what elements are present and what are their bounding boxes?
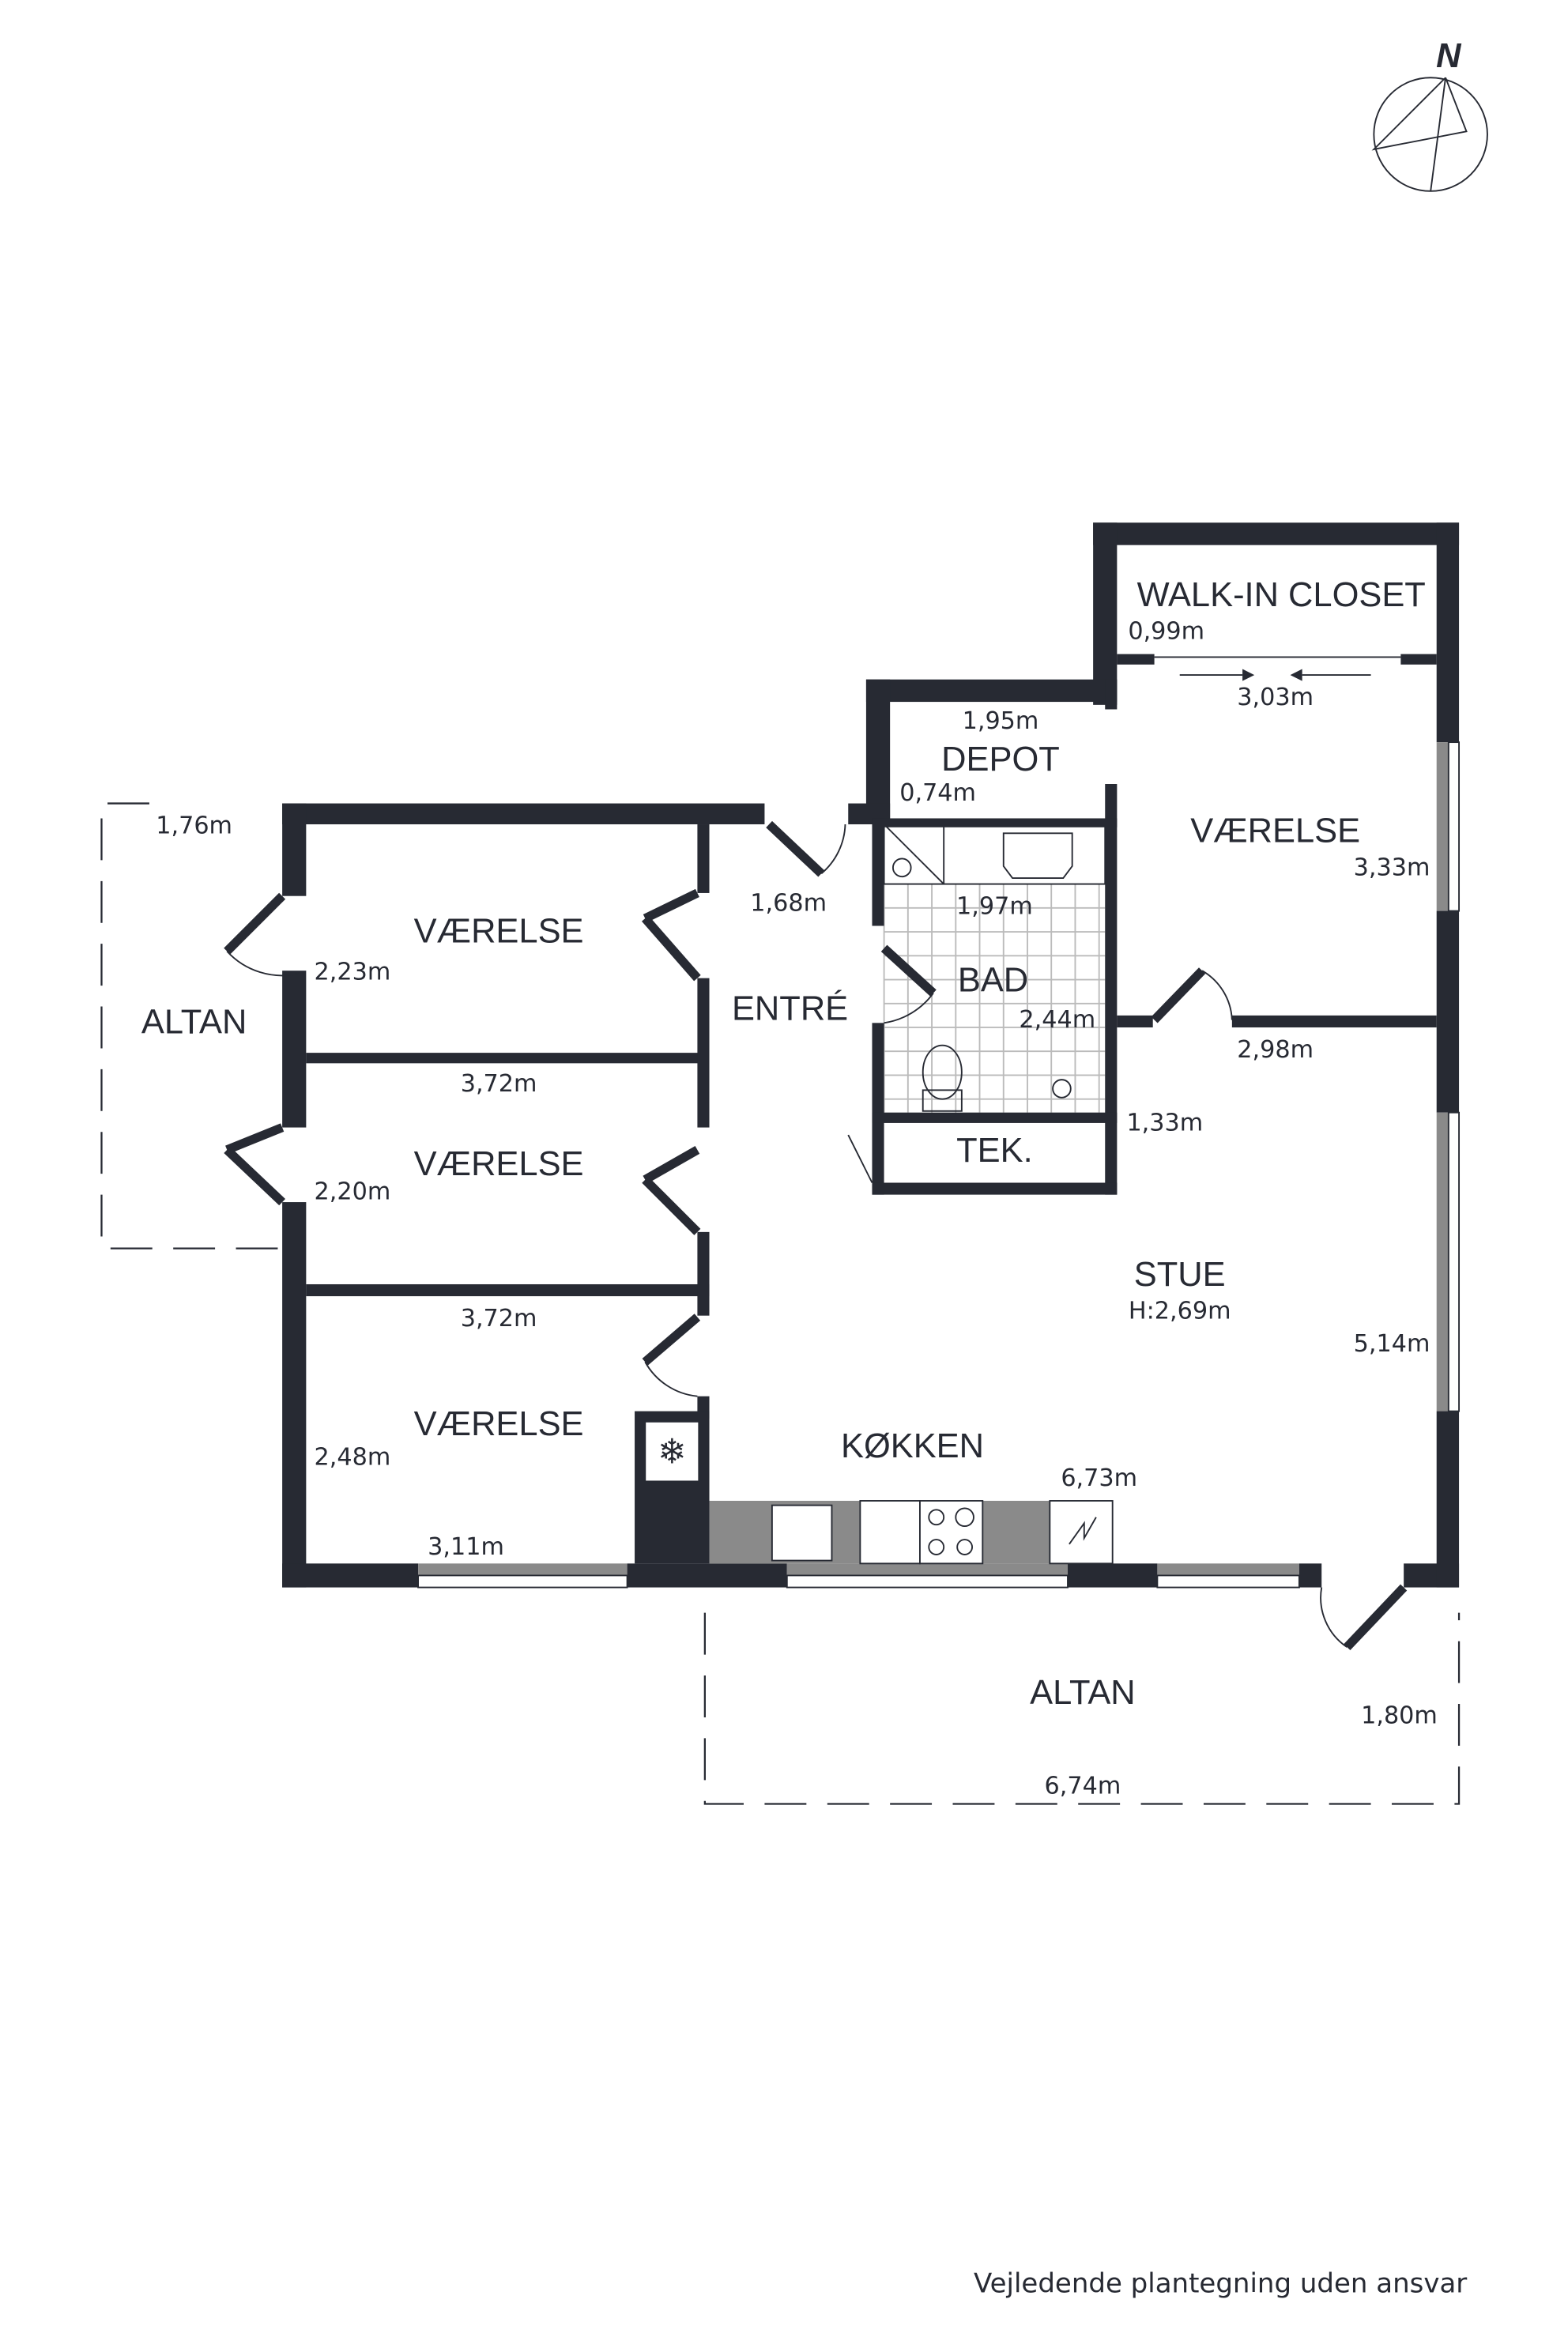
altan-south-outline <box>703 1612 1461 1805</box>
walls <box>282 522 1461 1589</box>
stue-height: H:2,69m <box>1129 1297 1231 1325</box>
dishwasher-icon <box>859 1500 921 1565</box>
electric-panel-icon <box>1049 1500 1114 1565</box>
walk-in-closet-width: 3,03m <box>1237 684 1314 711</box>
vaerelse-3-width: 3,11m <box>428 1533 504 1561</box>
entre-dim: 1,68m <box>750 890 827 918</box>
vaerelse-ne-width: 2,98m <box>1237 1036 1314 1064</box>
walk-in-closet-depth: 0,99m <box>1128 618 1204 646</box>
disclaimer: Vejledende plantegning uden ansvar <box>974 2267 1467 2299</box>
vaerelse-1-label: VÆRELSE <box>414 912 584 950</box>
altan-west-label: ALTAN <box>141 1004 247 1042</box>
depot-label: DEPOT <box>941 741 1060 778</box>
compass-north-label: N <box>1436 37 1462 75</box>
altan-south-label: ALTAN <box>1030 1674 1136 1712</box>
vaerelse-ne-depth: 3,33m <box>1354 854 1430 881</box>
altan-west-outline <box>100 802 283 1250</box>
altan-south-width: 6,74m <box>1045 1772 1121 1800</box>
compass-icon: N <box>1371 37 1488 192</box>
bad-width: 1,97m <box>956 892 1033 920</box>
kokken-dim: 6,73m <box>1061 1464 1137 1492</box>
kokken-label: KØKKEN <box>841 1427 984 1465</box>
toilet-icon <box>922 1044 963 1100</box>
closet-arrows <box>1179 669 1371 681</box>
vaerelse-2-width: 3,72m <box>461 1305 537 1332</box>
kitchen-counter: ❄ <box>635 1411 1114 1565</box>
tek-dim: 1,33m <box>1126 1109 1203 1136</box>
altan-south-depth: 1,80m <box>1361 1702 1438 1730</box>
depot-width: 1,95m <box>963 707 1039 735</box>
vaerelse-2-depth: 2,20m <box>315 1178 391 1205</box>
stue-label: STUE <box>1134 1256 1226 1294</box>
bad-depth: 2,44m <box>1019 1006 1095 1034</box>
vaerelse-ne-label: VÆRELSE <box>1190 812 1360 850</box>
sink-icon <box>1002 832 1073 879</box>
vaerelse-3-depth: 2,48m <box>315 1444 391 1472</box>
vaerelse-1-depth: 2,23m <box>315 959 391 986</box>
entre-label: ENTRÉ <box>732 989 848 1028</box>
vaerelse-2-label: VÆRELSE <box>414 1145 584 1183</box>
bad-label: BAD <box>958 962 1028 1000</box>
bathroom-tiles <box>883 824 1106 1113</box>
shower-icon <box>1052 1079 1072 1099</box>
altan-west-dim: 1,76m <box>156 812 232 839</box>
stue-dim: 5,14m <box>1354 1330 1430 1358</box>
freezer-icon: ❄ <box>658 1434 686 1472</box>
vaerelse-1-width: 3,72m <box>461 1070 537 1098</box>
depot-depth: 0,74m <box>899 779 976 807</box>
tek-label: TEK. <box>956 1132 1033 1170</box>
doors <box>224 820 1408 1651</box>
walk-in-closet-label: WALK-IN CLOSET <box>1137 576 1426 614</box>
vaerelse-3-label: VÆRELSE <box>414 1405 584 1443</box>
stove-icon <box>919 1500 984 1565</box>
kitchen-sink-icon <box>771 1504 833 1562</box>
